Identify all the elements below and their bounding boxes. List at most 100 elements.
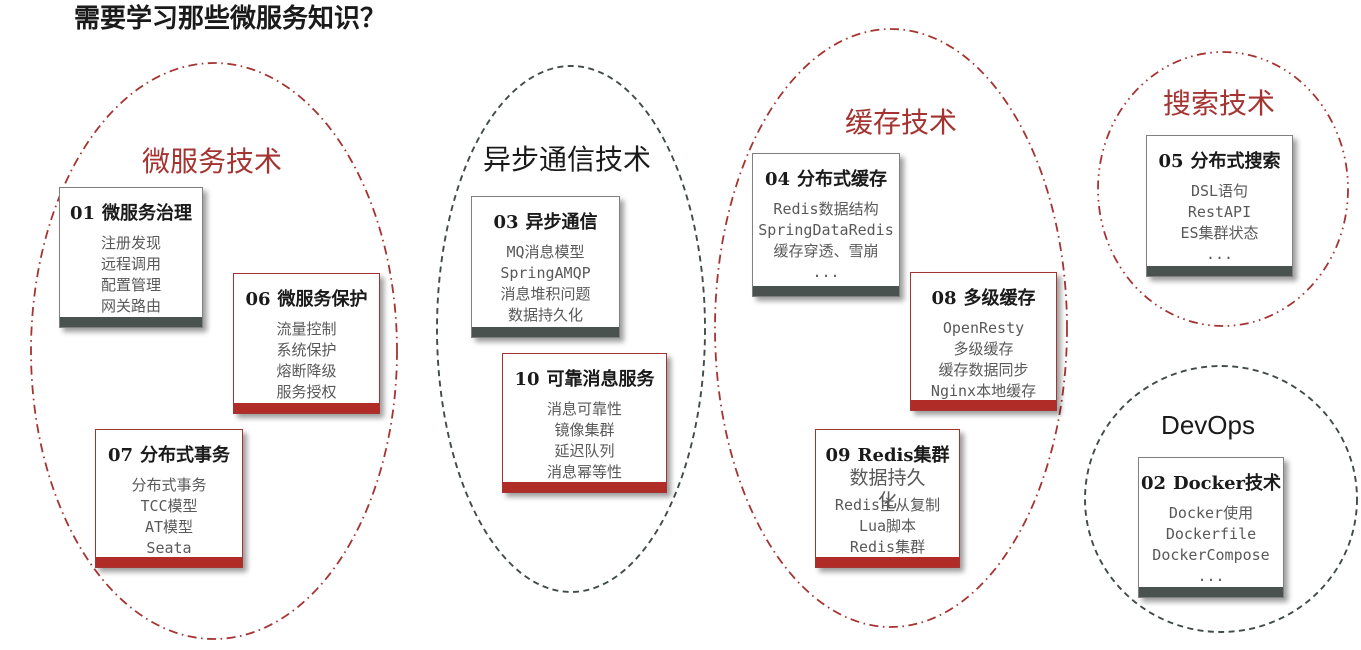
card-05-distributed-search: 05 分布式搜索 DSL语句 RestAPI ES集群状态 ...	[1146, 135, 1293, 277]
card-item: DockerCompose	[1152, 546, 1270, 564]
card-item: Lua脚本	[858, 517, 917, 535]
card-item: ...	[1205, 245, 1234, 263]
card-number: 01	[69, 203, 96, 224]
card-bottom-bar	[60, 317, 202, 327]
card-item: 多级缓存	[953, 340, 1014, 358]
card-item: 延迟队列	[554, 442, 615, 460]
card-item: Redis集群	[849, 538, 926, 556]
card-title: 05 分布式搜索	[1147, 150, 1292, 173]
card-item: Nginx本地缓存	[930, 382, 1037, 400]
card-title: 07 分布式事务	[96, 444, 242, 467]
card-item: 消息可靠性	[546, 400, 622, 418]
page-title: 需要学习那些微服务知识？	[74, 4, 387, 34]
card-number: 05	[1158, 151, 1184, 172]
card-items: 数据持久化 Redis主从复制 Lua脚本 Redis集群	[816, 467, 959, 558]
card-items: OpenResty 多级缓存 缓存数据同步 Nginx本地缓存	[911, 318, 1056, 402]
card-number: 02	[1140, 473, 1167, 494]
card-01-microservice-governance: 01 微服务治理 注册发现 远程调用 配置管理 网关路由	[59, 187, 203, 328]
card-item: SpringAMQP	[500, 264, 591, 282]
card-item: ...	[1197, 567, 1225, 585]
card-title-text: 微服务治理	[102, 203, 193, 224]
card-title: 04 分布式缓存	[753, 168, 899, 191]
card-items: Redis数据结构 SpringDataRedis 缓存穿透、雪崩 ...	[753, 199, 899, 283]
microservice-group-ellipse	[30, 62, 398, 640]
card-items: DSL语句 RestAPI ES集群状态 ...	[1147, 181, 1292, 265]
card-title-text: 可靠消息服务	[546, 369, 655, 390]
card-item: AT模型	[144, 518, 194, 536]
card-bottom-bar	[472, 327, 619, 337]
card-item: OpenResty	[942, 319, 1025, 337]
card-items: 流量控制 系统保护 熔断降级 服务授权	[234, 319, 379, 403]
card-bottom-bar	[96, 557, 242, 567]
cache-group-ellipse	[714, 28, 1068, 628]
card-title: 01 微服务治理	[60, 202, 202, 225]
card-items: 分布式事务 TCC模型 AT模型 Seata	[96, 475, 242, 559]
devops-group-ellipse	[1084, 365, 1358, 633]
card-bottom-bar	[911, 400, 1056, 410]
card-item: 消息幂等性	[546, 463, 622, 481]
card-07-distributed-transaction: 07 分布式事务 分布式事务 TCC模型 AT模型 Seata	[95, 429, 243, 568]
card-item: TCC模型	[140, 497, 198, 515]
group-label-microservice: 微服务技术	[141, 146, 283, 177]
card-items: 消息可靠性 镜像集群 延迟队列 消息幂等性	[503, 399, 666, 483]
card-04-distributed-cache: 04 分布式缓存 Redis数据结构 SpringDataRedis 缓存穿透、雪…	[752, 153, 900, 297]
card-number: 04	[764, 169, 791, 190]
group-label-async: 异步通信技术	[482, 144, 652, 175]
group-label-devops: DevOps	[1161, 410, 1255, 440]
card-item: Dockerfile	[1165, 525, 1257, 543]
card-items: 注册发现 远程调用 配置管理 网关路由	[60, 233, 202, 317]
card-item: 服务授权	[276, 383, 337, 401]
card-bottom-bar	[503, 482, 666, 492]
card-item: SpringDataRedis	[758, 221, 894, 239]
card-number: 10	[514, 369, 540, 390]
card-item: 消息堆积问题	[500, 285, 591, 303]
card-item: 数据持久化	[507, 306, 583, 324]
card-item: Seata	[146, 539, 192, 557]
card-items: MQ消息模型 SpringAMQP 消息堆积问题 数据持久化	[472, 242, 619, 326]
card-number: 07	[107, 445, 134, 466]
card-10-reliable-message-service: 10 可靠消息服务 消息可靠性 镜像集群 延迟队列 消息幂等性	[502, 353, 667, 493]
card-title-text: 分布式缓存	[797, 169, 888, 190]
card-item: 缓存数据同步	[938, 361, 1029, 379]
card-title-text: Redis集群	[857, 445, 950, 466]
card-item: 分布式事务	[131, 476, 207, 494]
card-item: 缓存穿透、雪崩	[773, 242, 879, 260]
card-item: Redis主从复制	[834, 496, 941, 514]
card-number: 03	[493, 212, 519, 233]
card-item: DSL语句	[1190, 182, 1249, 200]
card-item: 注册发现	[100, 234, 161, 252]
card-item: 镜像集群	[554, 421, 615, 439]
card-item: RestAPI	[1187, 203, 1252, 221]
card-title-text: Docker技术	[1173, 473, 1282, 494]
card-title: 02 Docker技术	[1139, 472, 1283, 495]
async-group-ellipse	[436, 65, 706, 593]
card-bottom-bar	[753, 286, 899, 296]
card-item: 数据持久化	[849, 467, 926, 512]
card-bottom-bar	[234, 403, 379, 413]
card-title-text: 分布式事务	[140, 445, 231, 466]
card-item: MQ消息模型	[506, 243, 585, 261]
card-title-text: 分布式搜索	[1190, 151, 1281, 172]
card-item: 熔断降级	[276, 362, 337, 380]
card-number: 06	[245, 289, 271, 310]
group-label-search: 搜索技术	[1162, 88, 1276, 119]
card-bottom-bar	[816, 557, 959, 567]
card-item: 配置管理	[100, 276, 161, 294]
card-bottom-bar	[1139, 587, 1283, 597]
card-item: ES集群状态	[1180, 224, 1259, 242]
card-item: 流量控制	[276, 320, 337, 338]
card-item: 远程调用	[100, 255, 161, 273]
card-title-text: 多级缓存	[963, 288, 1036, 309]
card-item: 系统保护	[276, 341, 337, 359]
card-item: 网关路由	[100, 297, 161, 315]
